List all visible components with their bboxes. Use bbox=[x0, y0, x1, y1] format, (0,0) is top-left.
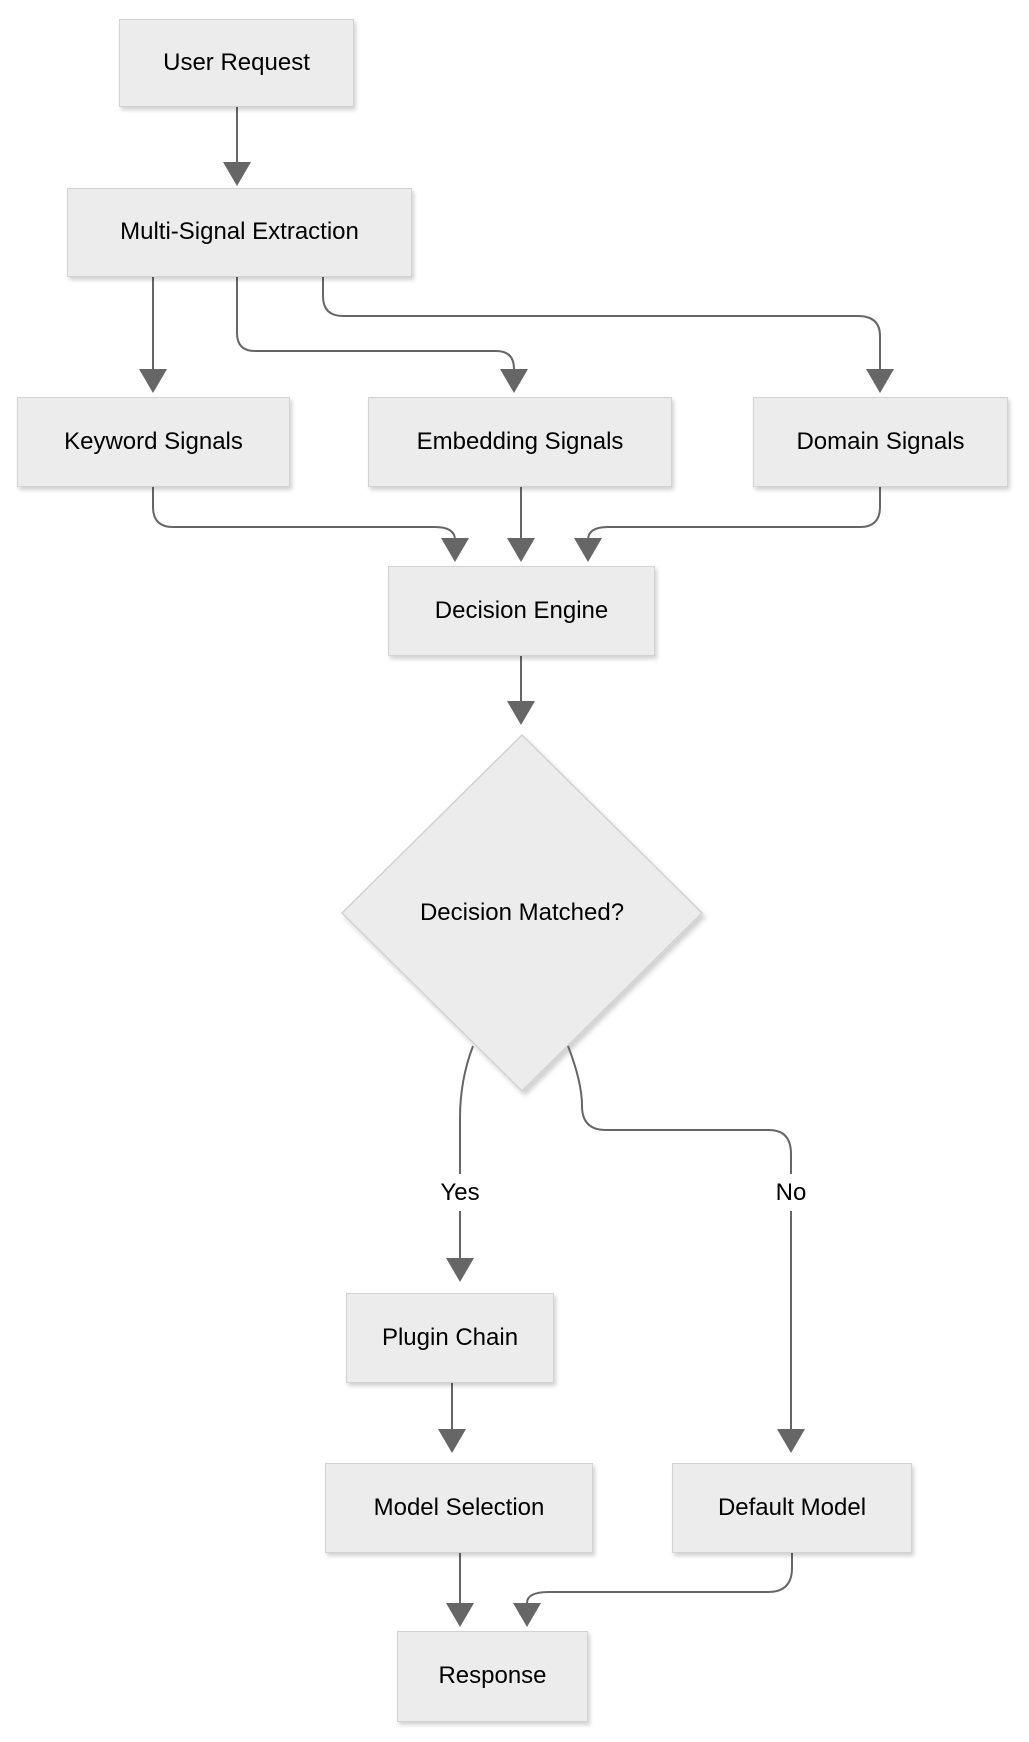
node-plugin-chain: Plugin Chain bbox=[346, 1293, 554, 1383]
arrowhead-icon bbox=[507, 701, 535, 725]
node-decision-engine: Decision Engine bbox=[388, 566, 655, 656]
arrowhead-icon bbox=[507, 538, 535, 562]
edge-diamond-to-plugin-chain bbox=[459, 1045, 474, 1258]
edge-domain-to-decision-engine bbox=[587, 487, 881, 541]
node-response: Response bbox=[397, 1631, 588, 1722]
arrowheads bbox=[139, 162, 894, 1627]
node-label: User Request bbox=[163, 48, 310, 76]
arrowhead-icon bbox=[438, 1429, 466, 1453]
edge-diamond-to-default-model bbox=[567, 1045, 792, 1429]
node-label: Decision Matched? bbox=[419, 899, 625, 926]
arrowhead-icon bbox=[777, 1429, 805, 1453]
arrowhead-icon bbox=[441, 538, 469, 562]
node-embedding-signals: Embedding Signals bbox=[368, 397, 672, 487]
node-label: Domain Signals bbox=[796, 427, 965, 455]
arrowhead-icon bbox=[139, 369, 167, 393]
arrowhead-icon bbox=[513, 1603, 541, 1627]
node-label: Default Model bbox=[717, 1493, 867, 1521]
edge-label-text: Yes bbox=[440, 1178, 480, 1206]
node-label: Multi-Signal Extraction bbox=[120, 218, 359, 246]
arrowhead-icon bbox=[866, 369, 894, 393]
arrowhead-icon bbox=[500, 369, 528, 393]
node-model-selection: Model Selection bbox=[325, 1463, 593, 1553]
edge-mse-to-domain-signals bbox=[322, 277, 881, 369]
node-domain-signals: Domain Signals bbox=[753, 397, 1008, 487]
edge-label-yes: Yes bbox=[430, 1174, 490, 1211]
node-label: Keyword Signals bbox=[64, 427, 243, 455]
arrowhead-icon bbox=[574, 538, 602, 562]
node-label: Decision Engine bbox=[434, 596, 609, 624]
node-label: Embedding Signals bbox=[416, 427, 624, 455]
edge-keyword-to-decision-engine bbox=[152, 487, 456, 541]
node-user-request: User Request bbox=[119, 19, 354, 107]
edge-mse-to-embedding-signals bbox=[236, 277, 515, 370]
edge-label-no: No bbox=[763, 1174, 819, 1211]
node-decision-matched: Decision Matched? bbox=[362, 893, 682, 933]
decision-matched-diamond-shape bbox=[340, 733, 704, 1093]
arrowhead-icon bbox=[223, 162, 251, 186]
node-multi-signal-extraction: Multi-Signal Extraction bbox=[67, 188, 412, 277]
node-default-model: Default Model bbox=[672, 1463, 912, 1553]
node-label: Model Selection bbox=[373, 1493, 545, 1521]
arrowhead-icon bbox=[446, 1258, 474, 1282]
edge-default-model-to-response bbox=[526, 1553, 793, 1604]
node-keyword-signals: Keyword Signals bbox=[17, 397, 290, 487]
edge-label-text: No bbox=[775, 1178, 807, 1206]
node-label: Response bbox=[438, 1662, 547, 1690]
arrowhead-icon bbox=[446, 1603, 474, 1627]
node-label: Plugin Chain bbox=[381, 1323, 519, 1351]
